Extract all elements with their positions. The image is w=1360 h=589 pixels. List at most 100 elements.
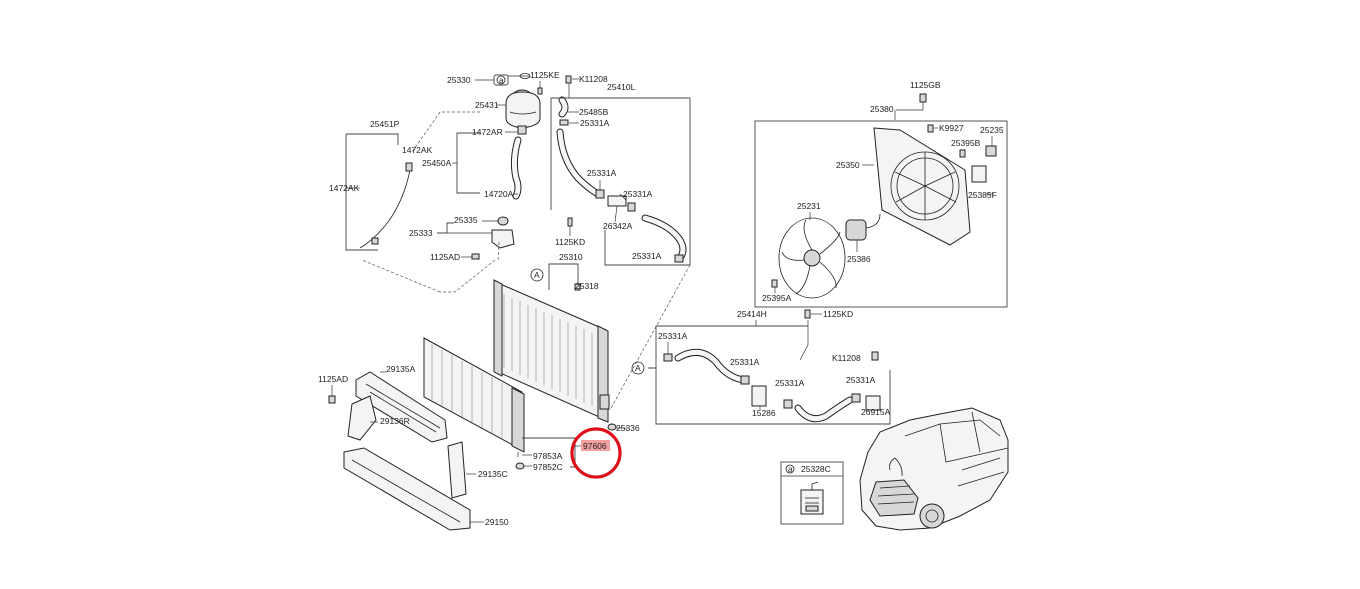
label-25331A-3: 25331A xyxy=(623,189,653,199)
label-25231: 25231 xyxy=(797,201,821,211)
hose-clamp-icon xyxy=(783,399,793,409)
bolt-icon xyxy=(537,87,543,95)
fan-assembly-group: 1125GB 25380 25350 K9927 25235 25395B xyxy=(754,80,1008,308)
front-grille-highlight xyxy=(869,479,919,517)
label-25331A-5: 25331A xyxy=(658,331,688,341)
hose-joint xyxy=(751,385,767,407)
label-1472AK-1: 1472AK xyxy=(402,145,433,155)
label-97606: 97606 xyxy=(583,441,607,451)
label-25331A-8: 25331A xyxy=(846,375,876,385)
label-29150: 29150 xyxy=(485,517,509,527)
fan-blade xyxy=(778,217,846,299)
bolt-icon xyxy=(567,217,573,227)
label-1125GB: 1125GB xyxy=(910,80,941,90)
label-97853A: 97853A xyxy=(533,451,563,461)
part-97606-highlight xyxy=(581,440,610,451)
label-25333: 25333 xyxy=(409,228,433,238)
label-1125AD-1: 1125AD xyxy=(430,252,460,262)
vehicle-locator xyxy=(859,407,1009,531)
radiator-fins xyxy=(503,294,593,406)
fan-connector xyxy=(971,165,987,183)
label-97852C: 97852C xyxy=(533,462,563,472)
label-1125KD-1: 1125KD xyxy=(555,237,585,247)
drain-plug-icon xyxy=(607,423,617,431)
A-marker-icon xyxy=(631,361,645,375)
label-25395A: 25395A xyxy=(762,293,792,303)
label-25410L: 25410L xyxy=(607,82,636,92)
label-25331A-1: 25331A xyxy=(580,118,610,128)
grille-lines xyxy=(877,485,915,505)
legend-a-marker-label: a xyxy=(788,464,793,474)
label-K9927: K9927 xyxy=(939,123,964,133)
lower-hose-group: 25414H 1125KD 25331A 25331A 15286 25331A… xyxy=(648,309,891,425)
bolt-icon xyxy=(771,279,778,288)
hose-clamp-icon xyxy=(559,119,569,126)
legend-25328C: a 25328C xyxy=(780,461,844,525)
side-air-guard xyxy=(347,395,377,441)
label-25350: 25350 xyxy=(836,160,860,170)
label-25336: 25336 xyxy=(616,423,640,433)
label-25395B: 25395B xyxy=(951,138,981,148)
grommet-icon xyxy=(515,462,525,470)
hose-clamp-icon xyxy=(663,353,673,362)
hose-clamp-icon xyxy=(595,189,605,199)
label-25386: 25386 xyxy=(847,254,871,264)
a-marker-icon xyxy=(785,464,795,474)
label-25450A: 25450A xyxy=(422,158,452,168)
a-marker-icon xyxy=(496,75,506,85)
clip-icon xyxy=(565,75,572,84)
front-guard-group: 1125AD 29135A 29136R 29135C 29150 xyxy=(318,364,509,531)
label-25331A-2: 25331A xyxy=(587,168,617,178)
label-1472AR: 1472AR xyxy=(472,127,503,137)
hose-clamp-icon xyxy=(740,375,750,385)
label-29135A: 29135A xyxy=(386,364,416,374)
label-25385F: 25385F xyxy=(968,190,997,200)
label-K11208-top: K11208 xyxy=(579,74,608,84)
label-29136R: 29136R xyxy=(380,416,410,426)
bolt-icon xyxy=(471,253,480,260)
hose-clamp-icon xyxy=(851,393,861,403)
label-25414H: 25414H xyxy=(737,309,767,319)
cap-ring-icon xyxy=(519,73,531,79)
label-25235: 25235 xyxy=(980,125,1004,135)
fan-motor xyxy=(845,219,867,241)
bolt-icon xyxy=(574,283,581,291)
rubber-cap-icon xyxy=(497,216,509,226)
clip-icon xyxy=(927,124,934,133)
label-15286: 15286 xyxy=(752,408,776,418)
label-25331A-6: 25331A xyxy=(730,357,760,367)
label-25335: 25335 xyxy=(454,215,478,225)
hose-clamp-icon xyxy=(405,162,413,172)
hose-clamp-icon xyxy=(371,237,379,245)
A-marker-label-2: A xyxy=(635,363,641,373)
label-29135C: 29135C xyxy=(478,469,508,479)
label-25451P: 25451P xyxy=(370,119,400,129)
A-marker-label-1: A xyxy=(534,270,540,280)
label-14720A: 14720A xyxy=(484,189,514,199)
label-25331A-7: 25331A xyxy=(775,378,805,388)
fan-shroud xyxy=(873,127,971,246)
label-1125KE: 1125KE xyxy=(530,70,560,80)
label-25485B: 25485B xyxy=(579,107,609,117)
label-25310: 25310 xyxy=(559,252,583,262)
label-25328C: 25328C xyxy=(801,464,831,474)
side-guard-right xyxy=(447,441,467,499)
bolt-icon xyxy=(919,93,927,103)
fan-assembly-box xyxy=(754,120,1008,308)
label-1125AD-2: 1125AD xyxy=(318,374,348,384)
label-1472AK-2: 1472AK xyxy=(329,183,360,193)
resistor-icon xyxy=(985,145,997,157)
label-25380: 25380 xyxy=(870,104,894,114)
a-marker-label: a xyxy=(499,75,504,85)
highlight-circle xyxy=(570,427,622,479)
thermostat-housing xyxy=(865,395,881,411)
bolt-icon xyxy=(959,149,966,158)
label-26342A: 26342A xyxy=(603,221,633,231)
drain-plug-bracket xyxy=(491,229,515,249)
label-26915A: 26915A xyxy=(861,407,891,417)
label-25318: 25318 xyxy=(575,281,599,291)
radiator-outlet xyxy=(599,394,610,410)
radiator-group: 25310 25318 A A xyxy=(361,252,691,479)
hose-clamp-icon xyxy=(674,254,684,263)
